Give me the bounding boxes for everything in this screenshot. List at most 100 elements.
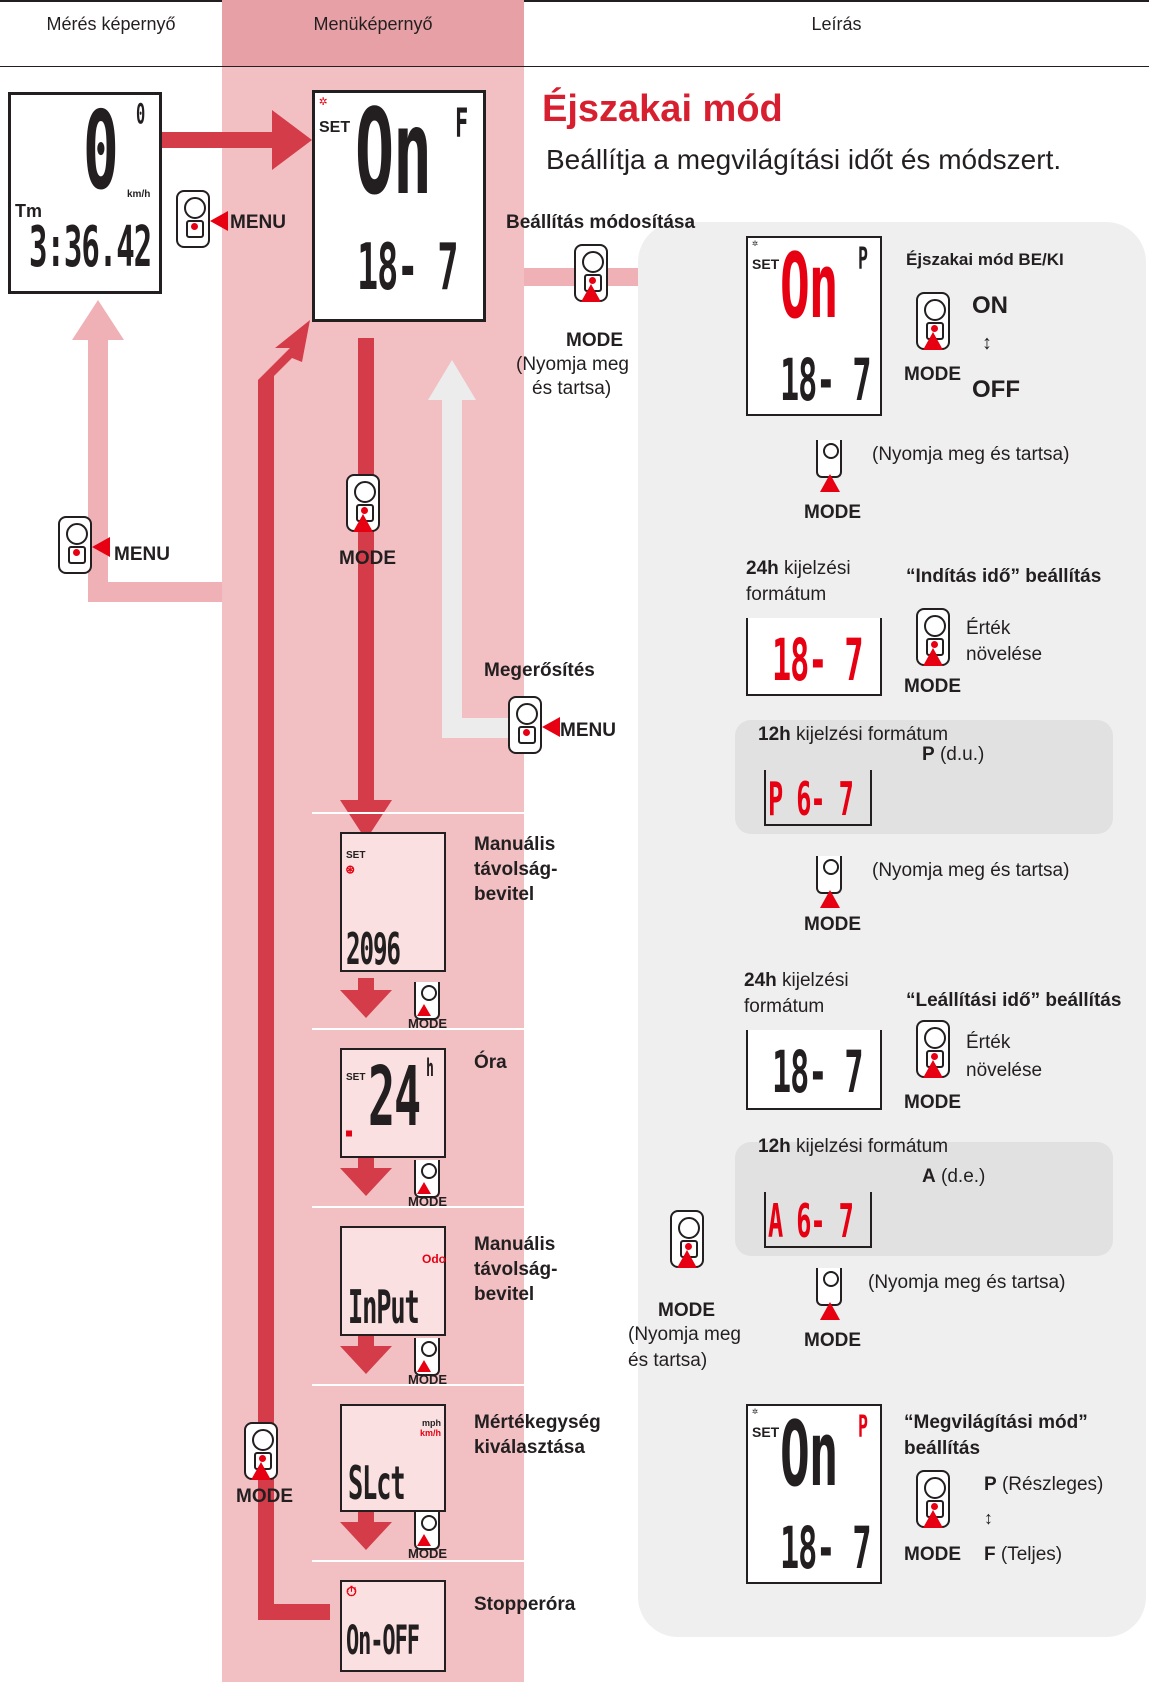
mode-hold-1: MODE	[804, 502, 861, 523]
measure-screen: 0 0 km/h Tm 3:36.42	[8, 89, 162, 294]
menu-screen: ✲ SET On F 18- 7	[312, 83, 486, 322]
menu-return-label: MENU	[114, 544, 170, 565]
menu-top: On	[355, 83, 432, 221]
stop-mode-label: MODE	[904, 1092, 961, 1113]
night-screen-1: ✲ SET On P 18- 7	[746, 234, 882, 416]
mode-small-icon	[816, 440, 842, 478]
mode-pointer-icon	[417, 1004, 431, 1016]
mode-pointer-icon	[417, 1360, 431, 1372]
set-label: SET	[319, 119, 351, 136]
menu-item-sup: h	[426, 1054, 434, 1082]
menu-sup: F	[455, 101, 468, 147]
mode-small-icon	[816, 856, 842, 894]
menu-item-odo: Odo InPut	[340, 1226, 446, 1336]
swap-icon: ↕	[982, 332, 992, 354]
onoff-mode-label: MODE	[904, 364, 961, 385]
mode-small-label: MODE	[408, 1016, 447, 1031]
mode-pointer-icon	[417, 1182, 431, 1194]
unit-mph: mph	[422, 1418, 441, 1428]
night-screen-2: ✲ SET On P 18- 7	[746, 1402, 882, 1584]
sun-icon: ✲	[752, 238, 759, 249]
divider	[312, 1384, 524, 1386]
speed-unit: km/h	[127, 189, 151, 200]
header-menu: Menüképernyő	[313, 14, 433, 34]
page-title: Éjszakai mód	[542, 88, 783, 130]
a-value: A 6- 7	[768, 1194, 854, 1248]
mode-hold-label: MODE	[566, 330, 623, 351]
mode-pointer-icon	[923, 1060, 943, 1078]
a-label: A (d.e.)	[922, 1166, 986, 1187]
start-inc-l2: növelése	[966, 644, 1043, 665]
odo-label: Odo	[422, 1252, 446, 1266]
description-panel	[638, 222, 1146, 1637]
stop-time-label: “Leállítási idő” beállítás	[906, 990, 1122, 1011]
mode-pointer-icon	[820, 890, 840, 908]
tm-label: Tm	[15, 201, 42, 221]
partial-label: P (Részleges)	[984, 1474, 1104, 1495]
light-mode-label: “Megvilágítási mód”beállítás	[904, 1412, 1088, 1459]
stop-inc-l1: Érték	[966, 1032, 1011, 1053]
mode-hold-2: MODE	[804, 914, 861, 935]
menu-bottom: 18- 7	[357, 231, 459, 305]
menu-item-value: 24	[368, 1050, 421, 1145]
set-label: SET	[346, 850, 366, 861]
mode-pointer-icon	[251, 1462, 271, 1480]
mode-pointer-icon	[923, 648, 943, 666]
device-button-menu-return[interactable]	[58, 516, 92, 574]
start-inc-l1: Érték	[966, 618, 1011, 639]
menu-item-value: InPut	[348, 1280, 420, 1334]
h12-start-panel	[735, 720, 1113, 834]
night-sup: P	[858, 242, 868, 277]
menu-pointer-icon	[92, 537, 110, 557]
stop-12h-label: 12h kijelzési formátum	[758, 1136, 949, 1157]
mode-pointer-icon	[417, 1534, 431, 1546]
return-mode-label: MODE	[658, 1300, 715, 1321]
header-measure: Mérés képernyő	[46, 14, 176, 34]
press-hold-l2: és tartsa)	[532, 378, 612, 399]
on-label: ON	[972, 292, 1008, 319]
start-mode-label: MODE	[904, 676, 961, 697]
sun-icon: ✲	[319, 93, 328, 109]
full-label: F (Teljes)	[984, 1544, 1063, 1565]
hold-3-label: (Nyomja meg és tartsa)	[868, 1272, 1066, 1293]
start-24h-l2: formátum	[746, 584, 827, 605]
hold-1-label: (Nyomja meg és tartsa)	[872, 444, 1070, 465]
device-button-confirm[interactable]	[508, 696, 542, 754]
menu-item-value: 2096	[346, 924, 401, 975]
mode-small-label: MODE	[408, 1546, 447, 1561]
return-hold-l1: (Nyomja meg	[628, 1324, 741, 1345]
confirm-menu-label: MENU	[560, 720, 616, 741]
change-setting-label: Beállítás módosítása	[506, 212, 696, 233]
mode-small-label: MODE	[408, 1372, 447, 1387]
divider	[312, 1206, 524, 1208]
wheel-icon: ⊛	[346, 862, 355, 878]
start-time-label: “Indítás idő” beállítás	[906, 566, 1102, 587]
device-button-menu[interactable]	[176, 190, 210, 248]
night-top: On	[780, 234, 839, 339]
p-label: P (d.u.)	[922, 744, 985, 765]
speed-value: 0	[83, 89, 119, 214]
start-value: 18- 7	[772, 626, 864, 694]
stop-12h-screen: A 6- 7	[764, 1192, 872, 1248]
mode-loop-label: MODE	[236, 1486, 293, 1507]
time-value: 3:36.42	[29, 215, 152, 280]
mode-pointer-icon	[820, 1302, 840, 1320]
clock-icon: ■	[346, 1128, 353, 1139]
mode-small-label: MODE	[408, 1194, 447, 1209]
header-top-line	[0, 0, 1149, 2]
menu-item-unit: mph km/h SLct	[340, 1404, 446, 1512]
sun-icon: ✲	[752, 1406, 759, 1417]
unit-kmh: km/h	[420, 1428, 442, 1438]
night2-sup: P	[858, 1410, 868, 1445]
return-hold-l2: és tartsa)	[628, 1350, 708, 1371]
night-onoff-label: Éjszakai mód BE/KI	[906, 250, 1064, 269]
night-bottom: 18- 7	[780, 346, 872, 414]
stop-24h-l1: 24h kijelzési	[744, 970, 849, 991]
mode-small-icon	[816, 1268, 842, 1306]
start-12h-screen: P 6- 7	[764, 770, 872, 826]
menu-label-clock: Óra	[474, 1052, 507, 1073]
menu-item-stopwatch: ⏱ On-OFF	[340, 1580, 446, 1672]
menu-item-clock: SET 24 h ■	[340, 1048, 446, 1158]
